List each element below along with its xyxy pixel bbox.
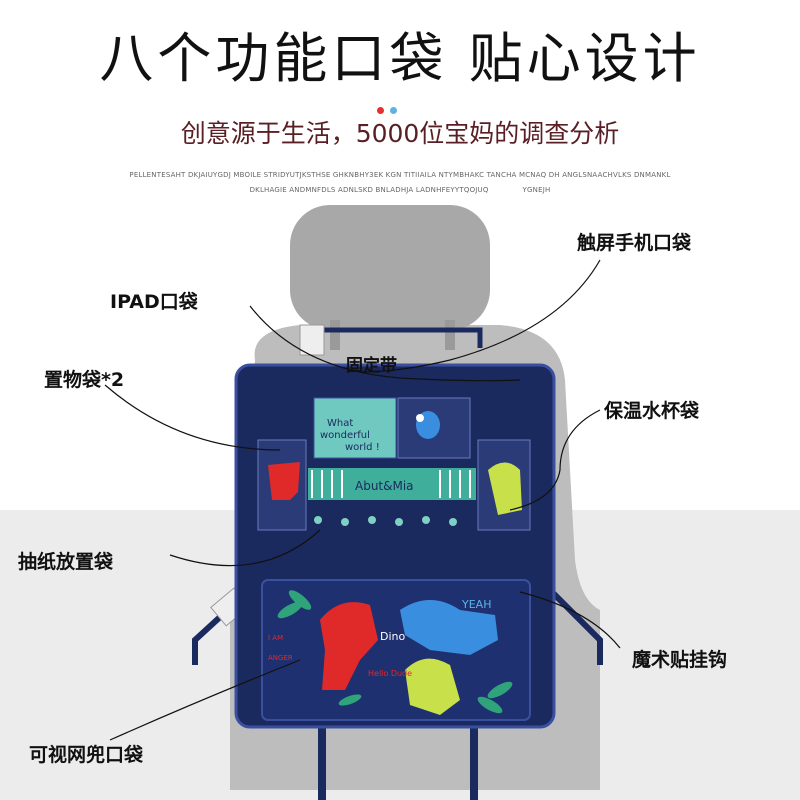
headrest-post [330,320,340,350]
tissue-pocket [308,468,476,500]
fine-print-line-1: PELLENTESAHT DKJAIUYGDJ MBOILE STRIDYUTJ… [129,171,671,179]
text-hello: Hello Dude [368,669,412,678]
label-tissue: 抽纸放置袋 [18,551,114,573]
label-strap: 固定带 [346,356,397,376]
blue-dino-large [400,600,498,655]
red-dino-large [320,602,378,690]
label-velcro: 魔术贴挂钩 [632,649,728,671]
label-ipad: IPAD口袋 [110,291,198,313]
text-angry: I AM [268,634,283,642]
dino-eye [416,414,424,422]
window-text: wonderful [320,430,370,441]
text-dino: Dino [380,630,405,643]
accent-dots [377,99,403,118]
red-dino-small [268,462,300,500]
label-touch-phone: 触屏手机口袋 [577,232,692,254]
page-subtitle: 创意源于生活，5000位宝妈的调查分析 [180,119,620,148]
page-title: 八个功能口袋 贴心设计 [99,27,701,90]
window-text: What [327,418,353,429]
label-cup: 保温水杯袋 [604,400,700,422]
tissue-stripes [311,470,471,498]
bottom-strap [470,720,478,800]
text-angry: ANGER [268,654,293,662]
paw-prints [314,516,457,526]
side-strap-right [542,582,603,665]
callout-lines [104,259,621,741]
headrest [290,205,490,330]
strap-buckle [299,324,325,356]
green-dino-large [405,658,460,715]
label-mesh: 可视网兜口袋 [29,744,144,766]
text-yeah: YEAH [461,598,491,611]
label-storage: 置物袋*2 [44,369,125,391]
fine-print-line-2: DKLHAGIE ANDMNFDLS ADNLSKD BNLADHJA LADN… [249,186,551,194]
ipad-window [313,397,397,459]
headrest-post [445,320,455,350]
red-dot [377,107,384,114]
green-dino-small [488,462,522,515]
bottom-strap [318,720,326,800]
leaf-decorations [277,590,513,714]
blue-dot [390,107,397,114]
window-text: world ! [345,442,380,453]
tissue-brand: Abut&Mia [355,479,414,493]
